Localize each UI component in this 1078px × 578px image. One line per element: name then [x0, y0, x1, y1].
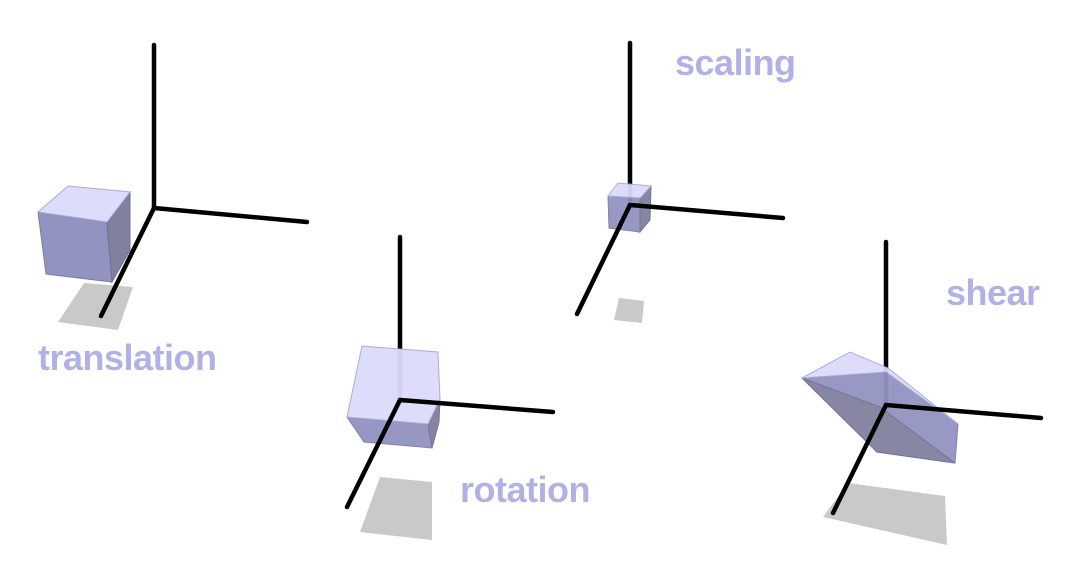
shear-panel: shear [800, 239, 1044, 545]
scaling-cube-top [607, 182, 653, 199]
shear-axis-x [883, 402, 1044, 421]
rotation-cube-top [346, 345, 441, 425]
shear-label: shear [946, 272, 1040, 313]
translation-label: translation [38, 337, 217, 378]
shear-shadow [823, 483, 947, 545]
shear-cube-top [801, 351, 959, 425]
scaling-label: scaling [675, 42, 796, 83]
rotation-label: rotation [460, 469, 590, 510]
translation-axis-x [151, 205, 310, 225]
scaling-panel: scaling [574, 40, 796, 323]
shear-axis-z [830, 402, 889, 516]
translation-cube-front [37, 211, 113, 283]
translation-panel: translation [36, 42, 310, 378]
rotation-shadow [360, 477, 432, 540]
scaling-shadow [614, 298, 644, 323]
rotation-cube [345, 345, 441, 449]
scaling-axis-z [574, 202, 633, 317]
rotation-axis-z [344, 397, 403, 510]
translation-cube [36, 185, 131, 284]
rotation-axis-x [397, 397, 556, 415]
translation-cube-top [36, 185, 131, 223]
translation-axis-z [98, 205, 157, 319]
scaling-axis-x [627, 202, 786, 221]
rotation-panel: rotation [344, 234, 590, 540]
translation-shadow [58, 283, 133, 330]
